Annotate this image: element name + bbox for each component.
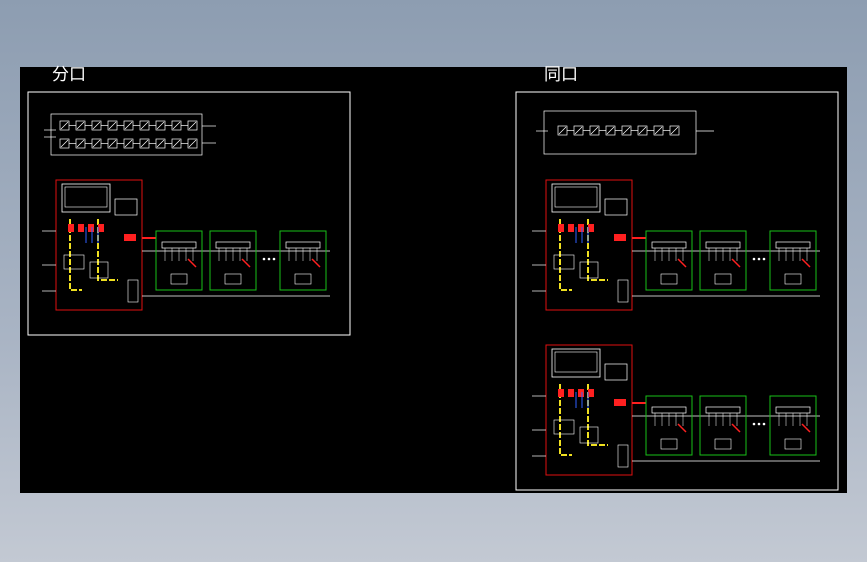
station-box [769, 395, 817, 456]
station-box [699, 230, 747, 291]
right-panel-heading: 同口 [544, 65, 578, 85]
station-box [155, 230, 203, 291]
station-box [645, 395, 693, 456]
right-cabinet-unit-upper [532, 179, 820, 311]
right-panel-frame [515, 91, 839, 491]
right-cabinet-unit-lower [532, 344, 820, 476]
right-block-diagram [536, 110, 714, 155]
cad-drawing-canvas[interactable]: 分口 同口 [20, 67, 847, 493]
station-box [645, 230, 693, 291]
station-box [209, 230, 257, 291]
station-box [279, 230, 327, 291]
left-panel-frame [27, 91, 351, 336]
left-block-diagram [44, 113, 216, 156]
left-panel-heading: 分口 [52, 65, 86, 85]
station-box [769, 230, 817, 291]
left-cabinet-unit [42, 179, 330, 311]
schematic-svg [27, 91, 839, 491]
station-box [699, 395, 747, 456]
